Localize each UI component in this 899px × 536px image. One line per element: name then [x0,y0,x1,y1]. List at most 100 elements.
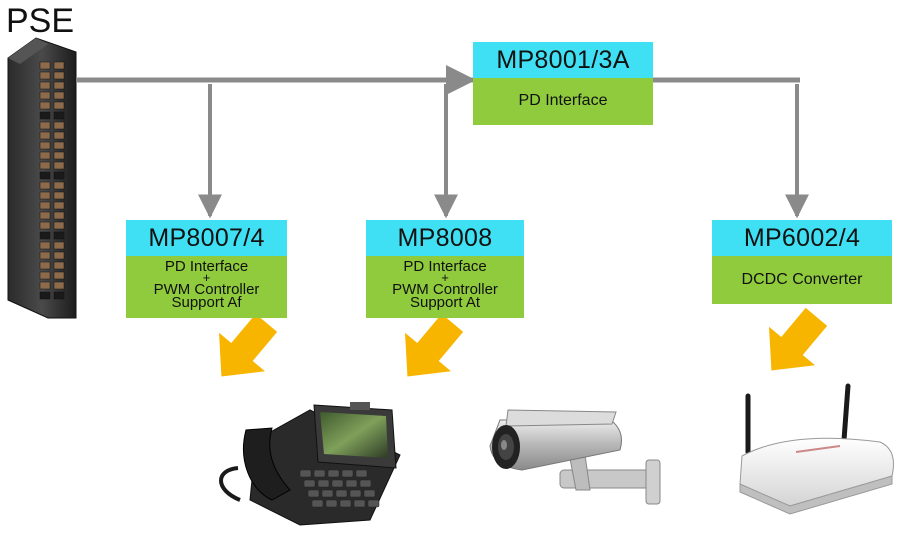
chip-mp8008-line: PD Interface [403,258,487,275]
phone-key [367,499,380,508]
switch-port [53,121,65,130]
switch-port [53,91,65,100]
switch-port [53,251,65,260]
switch-port [39,141,51,150]
phone-key [339,499,352,508]
switch-port [39,101,51,110]
chip-mp8007-title: MP8007/4 [126,220,287,256]
switch-port [39,201,51,210]
switch-port [39,241,51,250]
chip-mp8008-title: MP8008 [366,220,524,256]
phone-key [325,499,338,508]
switch-port [53,161,65,170]
chip-mp8001-body: PD Interface [473,78,653,125]
chip-mp8001-line: PD Interface [518,92,608,109]
switch-port [39,71,51,80]
phone-key [335,489,348,498]
phone-key [307,489,320,498]
switch-ports [39,61,65,300]
pse-label: PSE [6,2,75,40]
switch-port [39,111,51,120]
switch-port [39,231,51,240]
phone-key [355,469,368,478]
phone-key [311,499,324,508]
phone-key [331,479,344,488]
chip-mp8007-line: PD Interface [164,258,249,275]
switch-port [39,121,51,130]
switch-port [39,171,51,180]
chip-mp6002-line: DCDC Converter [741,271,863,288]
switch-port [39,81,51,90]
switch-port [53,81,65,90]
switch-port [53,181,65,190]
pse-switch-icon [7,37,77,319]
chip-mp8008-line: PWM Controller [392,281,498,298]
switch-port [53,291,65,300]
phone-key [349,489,362,498]
chip-mp8007: MP8007/4 PD Interface + PWM Controller S… [126,220,287,318]
switch-port [53,131,65,140]
switch-port [53,151,65,160]
switch-port [39,291,51,300]
switch-port [53,101,65,110]
switch-port [39,151,51,160]
chip-mp8007-body: PD Interface + PWM Controller Support Af [126,256,287,318]
chip-mp6002: MP6002/4 DCDC Converter [712,220,892,304]
switch-port [53,201,65,210]
chip-mp8001-title: MP8001/3A [473,42,653,78]
phone-key [345,479,358,488]
switch-port [39,271,51,280]
phone-key [321,489,334,498]
switch-port [39,181,51,190]
switch-port [53,191,65,200]
chip-mp6002-body: DCDC Converter [712,256,892,304]
chip-mp6002-title: MP6002/4 [712,220,892,256]
switch-port [53,221,65,230]
power-arrow-3 [769,307,828,371]
switch-port [39,251,51,260]
phone-key [327,469,340,478]
switch-port [53,241,65,250]
switch-port [39,221,51,230]
switch-port [39,61,51,70]
switch-port [39,91,51,100]
chip-mp8008-plus: + [441,270,449,285]
ip-phone-icon [219,402,401,526]
phone-key [341,469,354,478]
switch-port [53,281,65,290]
phone-key [363,489,376,498]
power-arrow-1 [219,313,278,377]
switch-port [53,171,65,180]
chip-mp8008-body: PD Interface + PWM Controller Support At [366,256,524,318]
chip-mp8008-line: Support At [409,294,481,311]
switch-port [53,211,65,220]
chip-mp8001: MP8001/3A PD Interface [473,42,653,125]
switch-port [53,71,65,80]
phone-key [313,469,326,478]
switch-port [39,261,51,270]
power-arrow-2 [405,313,464,377]
security-camera-icon [489,409,661,505]
switch-port [53,141,65,150]
chip-mp8007-line: PWM Controller [153,281,260,298]
phone-keypad [299,469,380,508]
phone-key [317,479,330,488]
wireless-router-icon [739,383,894,515]
switch-port [39,161,51,170]
phone-key [353,499,366,508]
switch-port [53,271,65,280]
switch-port [39,211,51,220]
switch-port [53,61,65,70]
chip-mp8007-plus: + [202,270,211,285]
switch-port [39,281,51,290]
switch-port [39,191,51,200]
phone-key [359,479,372,488]
switch-port [53,261,65,270]
phone-key [299,469,312,478]
switch-port [53,231,65,240]
switch-port [39,131,51,140]
switch-port [53,111,65,120]
chip-mp8008: MP8008 PD Interface + PWM Controller Sup… [366,220,524,318]
chip-mp8007-line: Support Af [171,294,242,311]
